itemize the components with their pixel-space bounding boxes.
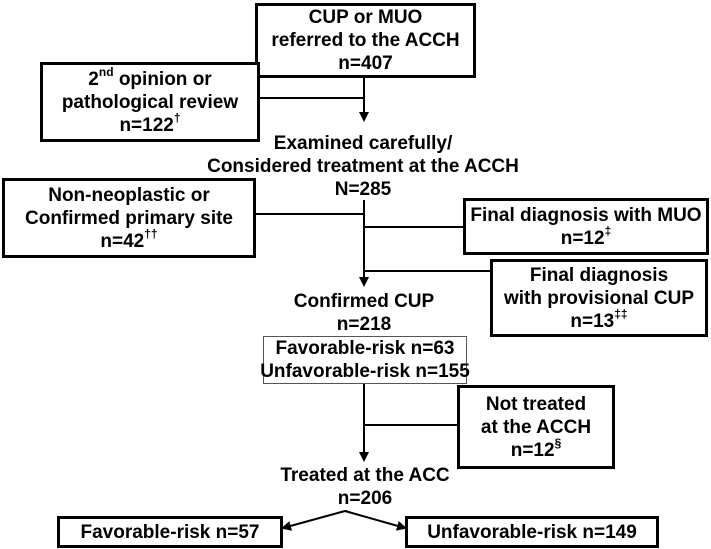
non-neoplastic-count: n=42†† (100, 227, 158, 252)
favorable-final-box: Favorable-risk n=57 (57, 516, 283, 548)
second-opinion-box: 2nd opinion or pathological review n=122… (40, 62, 260, 142)
unfavorable-final-box: Unfavorable-risk n=149 (405, 516, 659, 548)
second-opinion-line1: 2nd opinion or (88, 65, 212, 90)
examined-line2: Considered treatment at the ACCH (207, 155, 519, 177)
referred-box: CUP or MUO referred to the ACCH n=407 (255, 3, 476, 78)
treated-line1: Treated at the ACC (280, 465, 450, 486)
second-opinion-line2: pathological review (61, 91, 239, 113)
risk-split-favorable: Favorable-risk n=63 (275, 338, 455, 359)
favorable-final-label: Favorable-risk n=57 (80, 521, 260, 543)
risk-split-box: Favorable-risk n=63 Unfavorable-risk n=1… (260, 336, 470, 384)
final-provisional-count: n=13‡‡ (570, 307, 628, 332)
unfavorable-final-label: Unfavorable-risk n=149 (427, 521, 637, 543)
referred-line2: referred to the ACCH (271, 30, 460, 51)
not-treated-line2: at the ACCH (480, 416, 592, 438)
final-provisional-box: Final diagnosis with provisional CUP n=1… (490, 259, 708, 337)
referred-line1: CUP or MUO (308, 7, 423, 28)
non-neoplastic-box: Non-neoplastic or Confirmed primary site… (2, 178, 256, 258)
confirmed-line1: Confirmed CUP (293, 291, 435, 312)
examined-line1: Examined carefully/ (273, 132, 453, 154)
final-provisional-line1: Final diagnosis (529, 264, 669, 286)
not-treated-box: Not treated at the ACCH n=12§ (457, 385, 615, 469)
final-muo-box: Final diagnosis with MUO n=12‡ (463, 198, 709, 255)
arrow-to-unfavorable (344, 510, 407, 531)
examined-node: Examined carefully/ Considered treatment… (183, 130, 543, 202)
not-treated-line1: Not treated (485, 393, 587, 415)
referred-count: n=407 (338, 53, 393, 74)
arrow-to-favorable (281, 510, 346, 531)
treated-node: Treated at the ACC n=206 (260, 464, 470, 510)
non-neoplastic-line1: Non-neoplastic or (48, 184, 210, 206)
second-opinion-count: n=122† (119, 111, 181, 136)
final-muo-line1: Final diagnosis with MUO (470, 204, 702, 226)
non-neoplastic-line2: Confirmed primary site (25, 207, 233, 229)
final-provisional-line2: with provisional CUP (503, 287, 695, 309)
not-treated-count: n=12§ (510, 436, 562, 461)
treated-count: n=206 (337, 488, 393, 509)
final-muo-count: n=12‡ (560, 224, 612, 249)
risk-split-unfavorable: Unfavorable-risk n=155 (260, 361, 470, 382)
examined-count: N=285 (334, 178, 392, 200)
confirmed-node: Confirmed CUP n=218 (264, 290, 464, 336)
confirmed-count: n=218 (336, 314, 392, 335)
